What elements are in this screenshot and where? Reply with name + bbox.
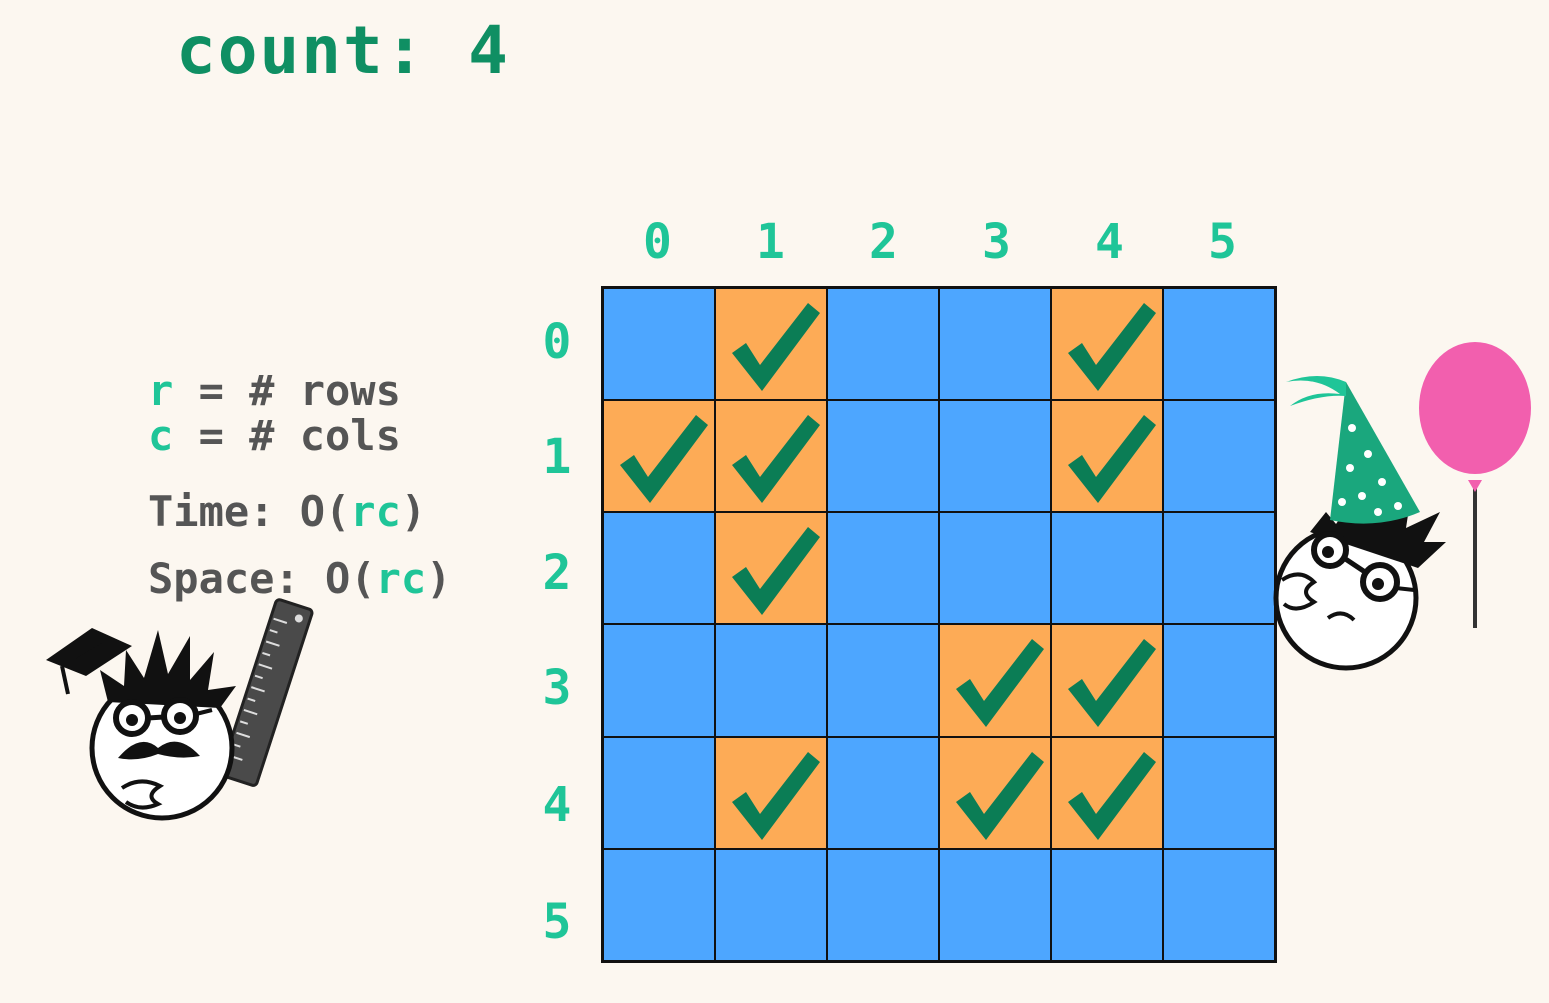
legend-r-var: r — [148, 366, 174, 415]
grid-cell — [1163, 624, 1275, 737]
check-icon — [732, 527, 820, 616]
grid-cell — [827, 624, 939, 737]
legend-rows: r = # rows — [148, 370, 401, 412]
grid-cell-visited — [715, 736, 827, 849]
space-var: rc — [375, 554, 427, 603]
legend-c-text: = # cols — [173, 411, 401, 460]
check-icon — [1068, 639, 1156, 728]
row-label: 2 — [542, 545, 572, 601]
col-label: 2 — [869, 214, 898, 270]
col-label: 4 — [1095, 214, 1124, 270]
grid-cell — [1051, 512, 1163, 625]
check-icon — [732, 415, 820, 504]
grid-cell-visited — [939, 624, 1051, 737]
professor-character-icon — [46, 598, 314, 821]
legend-cols: c = # cols — [148, 415, 401, 457]
grid-cell-visited — [939, 736, 1051, 849]
row-label: 0 — [542, 314, 572, 370]
check-icon — [956, 751, 1044, 840]
row-label: 3 — [542, 660, 572, 716]
col-label: 3 — [982, 214, 1011, 270]
grid-cell — [827, 848, 939, 961]
col-label: 5 — [1208, 214, 1237, 270]
grid-cell — [1163, 848, 1275, 961]
legend-c-var: c — [148, 411, 174, 460]
ruler-icon — [219, 598, 314, 787]
grid-cell-visited — [1051, 736, 1163, 849]
check-icon — [956, 639, 1044, 728]
grid-cell-visited — [1051, 400, 1163, 513]
grid-cell — [1163, 400, 1275, 513]
row-label: 4 — [542, 777, 572, 833]
grid-cell-visited — [715, 400, 827, 513]
col-label: 1 — [756, 214, 785, 270]
check-icon — [1068, 303, 1156, 391]
row-label: 5 — [542, 894, 572, 950]
check-icon — [620, 415, 708, 504]
grid-cell-visited — [715, 512, 827, 625]
space-prefix: Space: O( — [148, 554, 376, 603]
grid-cell — [939, 848, 1051, 961]
grid-cell-visited — [1051, 288, 1163, 401]
grid-cell — [715, 848, 827, 961]
check-icon — [732, 303, 820, 391]
legend-r-text: = # rows — [173, 366, 401, 415]
grid-cell — [603, 512, 715, 625]
grid-cell — [603, 288, 715, 401]
grid-cell — [715, 624, 827, 737]
count-heading: count: 4 — [176, 12, 510, 89]
grid-cell — [1163, 736, 1275, 849]
grid-cell — [827, 400, 939, 513]
balloon-icon — [1419, 342, 1531, 628]
row-label: 1 — [542, 429, 572, 485]
grid-cell — [827, 512, 939, 625]
grid-cell — [827, 288, 939, 401]
grid-cell-visited — [603, 400, 715, 513]
island-grid — [601, 286, 1277, 963]
grid-cell — [827, 736, 939, 849]
grid-cell — [1051, 848, 1163, 961]
space-complexity: Space: O(rc) — [148, 558, 451, 600]
time-suffix: ) — [400, 487, 427, 536]
check-icon — [1068, 415, 1156, 504]
time-prefix: Time: O( — [148, 487, 351, 536]
check-icon — [1068, 751, 1156, 840]
check-icon — [732, 751, 820, 840]
col-label: 0 — [643, 214, 672, 270]
grid-cell — [1163, 512, 1275, 625]
grid-cell — [939, 400, 1051, 513]
grid-cell-visited — [1051, 624, 1163, 737]
grid-cell — [603, 624, 715, 737]
grid-cell — [939, 288, 1051, 401]
grid-cell — [603, 736, 715, 849]
grid-cell — [1163, 288, 1275, 401]
space-suffix: ) — [426, 554, 452, 603]
grid-cell — [939, 512, 1051, 625]
time-var: rc — [350, 487, 401, 536]
grid-cell — [603, 848, 715, 961]
party-character-icon — [1273, 342, 1531, 671]
grid-cell-visited — [715, 288, 827, 401]
time-complexity: Time: O(rc) — [148, 491, 426, 533]
